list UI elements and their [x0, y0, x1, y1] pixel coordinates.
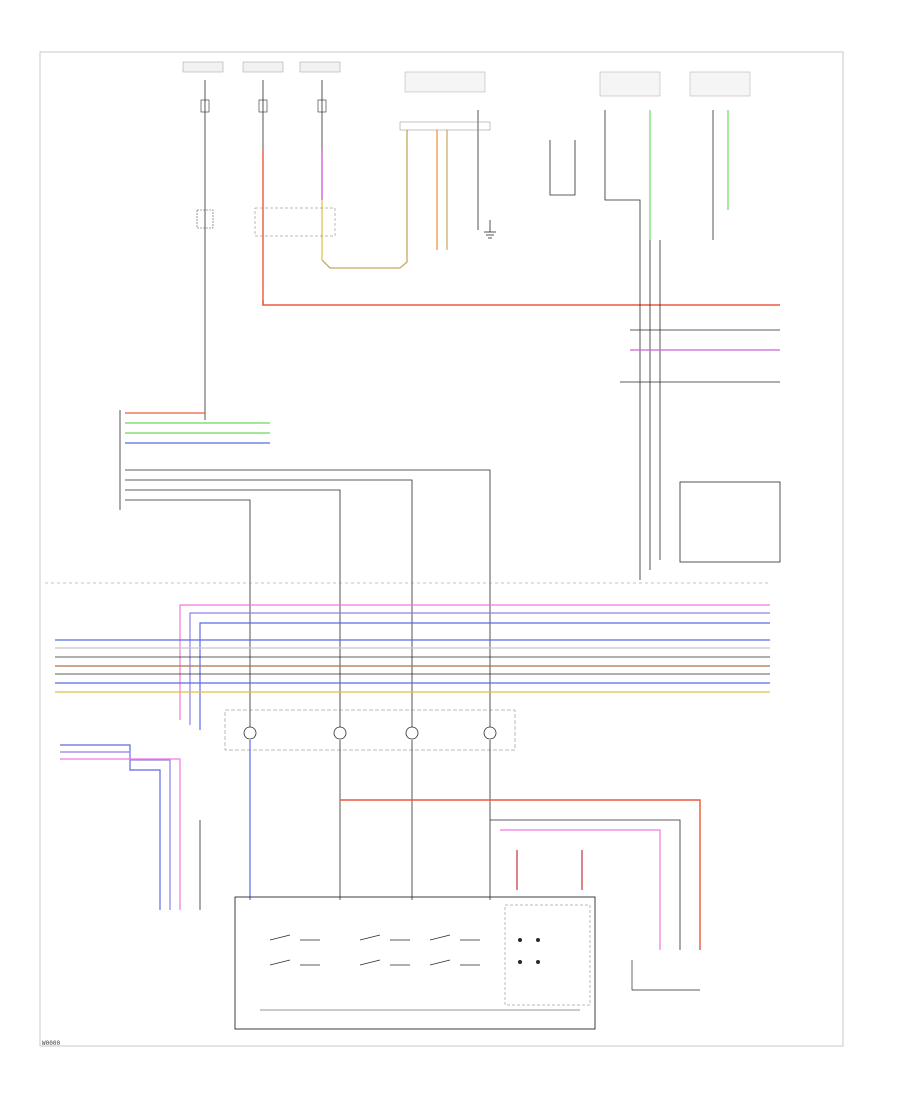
steering-switch-module: [234, 896, 596, 1030]
fuse-column-3: [299, 61, 341, 260]
left-connector: [119, 410, 270, 510]
left-lower-wires: [60, 744, 201, 910]
bottom-right-connector: [631, 960, 700, 991]
component-top-center: [399, 71, 491, 250]
wire-tan-run: [321, 130, 408, 269]
right-connector-block: [620, 329, 781, 563]
fuse-column-2: [242, 61, 284, 300]
diagram-frame: [39, 51, 844, 1047]
switch-contact-row: [224, 709, 516, 751]
diagram-id-label: W0000: [42, 1040, 61, 1047]
data-bus: [45, 582, 770, 730]
ground-icon: [484, 220, 496, 239]
switch-feed-wires: [125, 469, 491, 730]
fuse-column-1: [182, 61, 224, 420]
wire-red-main: [262, 300, 780, 306]
relay-box-left: [254, 207, 336, 237]
component-top-right: [549, 71, 751, 580]
connector-terminal-icon: [243, 726, 257, 740]
lower-drops: [249, 740, 701, 950]
switch-contact-icon: [269, 934, 480, 966]
